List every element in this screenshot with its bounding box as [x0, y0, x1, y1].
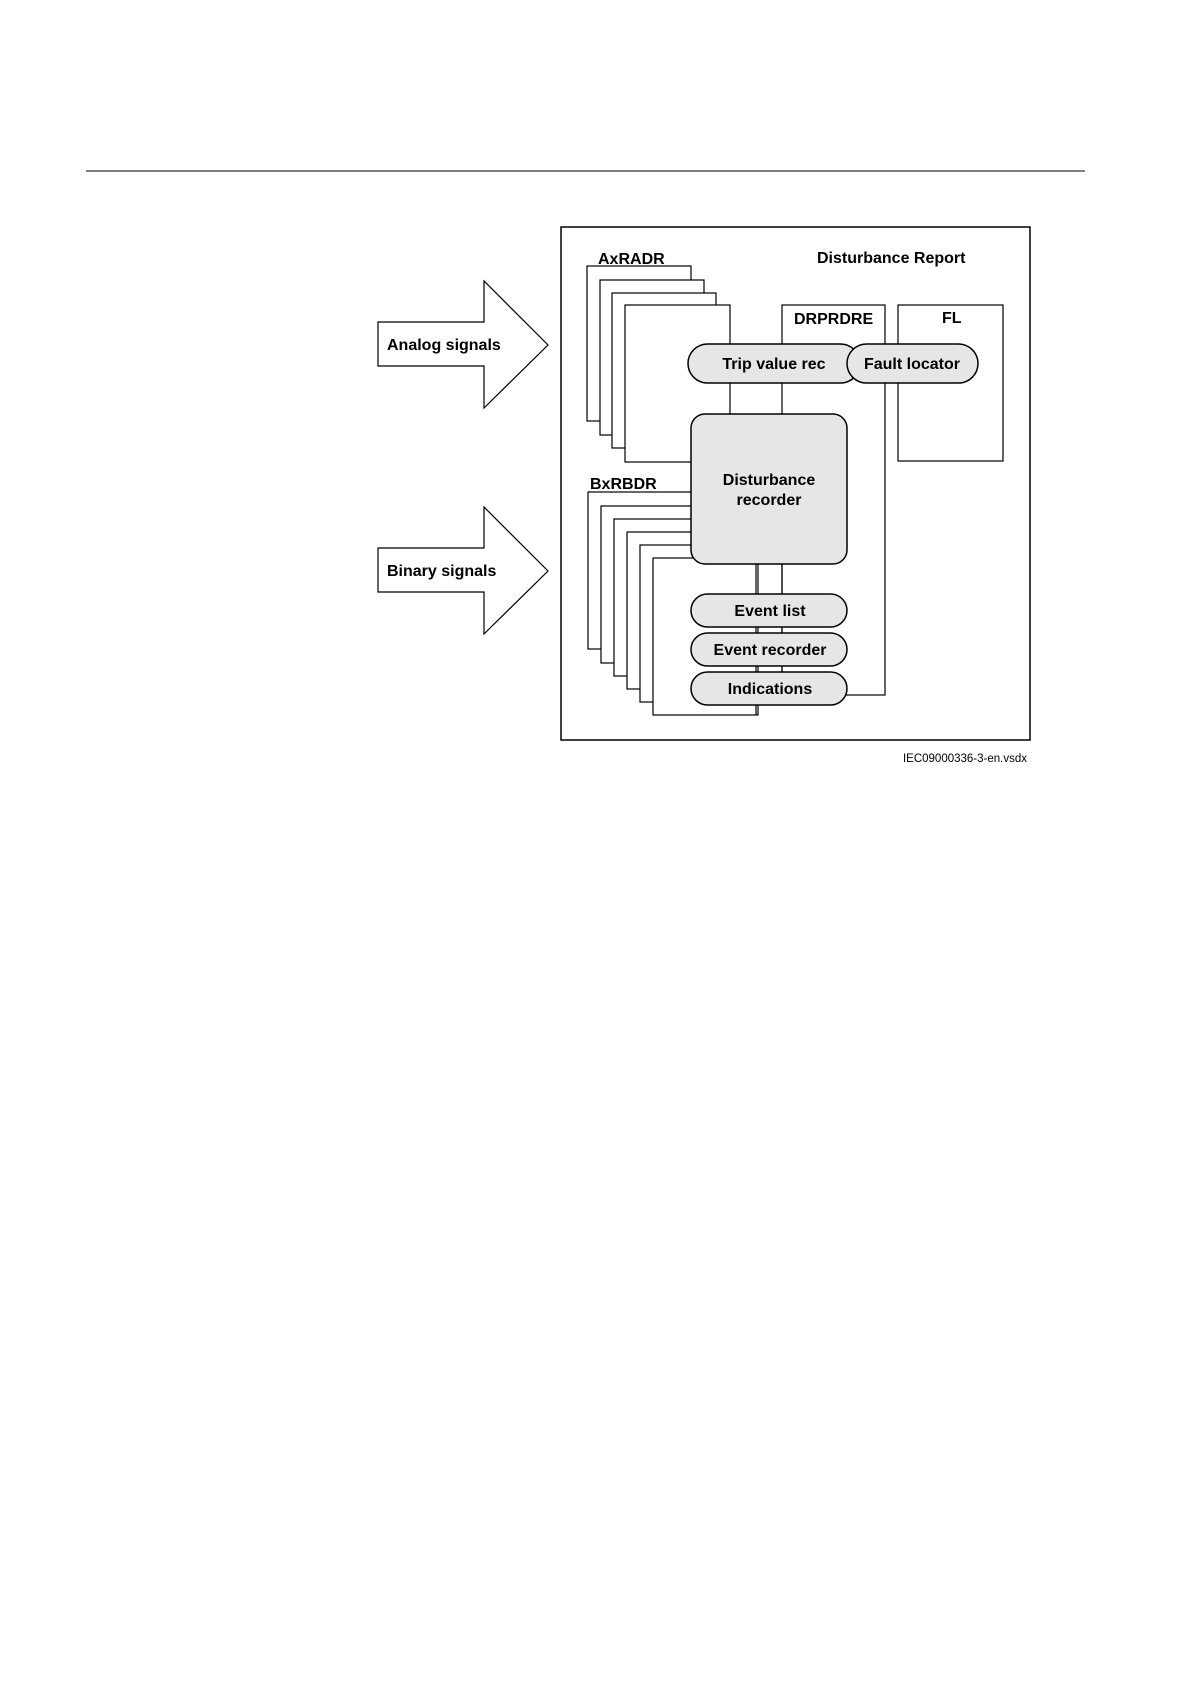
event-recorder-label: Event recorder [714, 642, 827, 659]
disturbance-recorder-label-line2: recorder [737, 492, 802, 509]
axradr-label: AxRADR [598, 251, 665, 268]
trip-value-rec-label: Trip value rec [722, 356, 825, 373]
analog-signals-label: Analog signals [387, 337, 501, 354]
event-list-label: Event list [734, 603, 806, 620]
indications-label: Indications [728, 681, 813, 698]
bxrbdr-label: BxRBDR [590, 476, 657, 493]
disturbance-recorder-label-line1: Disturbance [723, 472, 816, 489]
disturbance-recorder-block [691, 414, 847, 564]
figure-caption: IEC09000336-3-en.vsdx [903, 753, 1027, 765]
fault-locator-label: Fault locator [864, 356, 960, 373]
drprdre-label: DRPRDRE [794, 311, 873, 328]
disturbance-report-title: Disturbance Report [817, 250, 966, 267]
binary-signals-label: Binary signals [387, 563, 496, 580]
fl-label: FL [942, 310, 962, 327]
